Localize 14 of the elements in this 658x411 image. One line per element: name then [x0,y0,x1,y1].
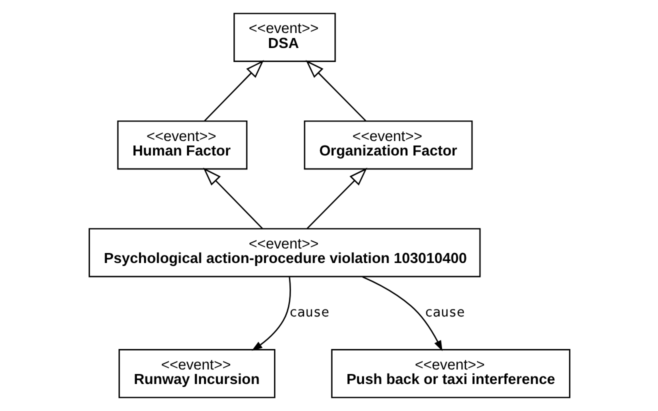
node-box: <<event>> Organization Factor [303,120,472,170]
arrow [305,60,366,122]
arrow [204,60,264,122]
node-box: <<event>> Human Factor [116,120,247,170]
arrow [202,168,262,230]
arrow [251,276,290,351]
node-box: <<event>> Runway Incursion [118,349,275,398]
arrow [362,276,442,352]
edge-label: cause [288,305,329,320]
node-box: <<event>> Psychological action-procedure violation 103010400 [88,228,480,278]
arrow [306,168,367,230]
node-box: <<event>> Push back or taxi interference [330,349,570,398]
node-box: <<event>> DSA [233,12,336,62]
edge-label: cause [424,305,464,320]
